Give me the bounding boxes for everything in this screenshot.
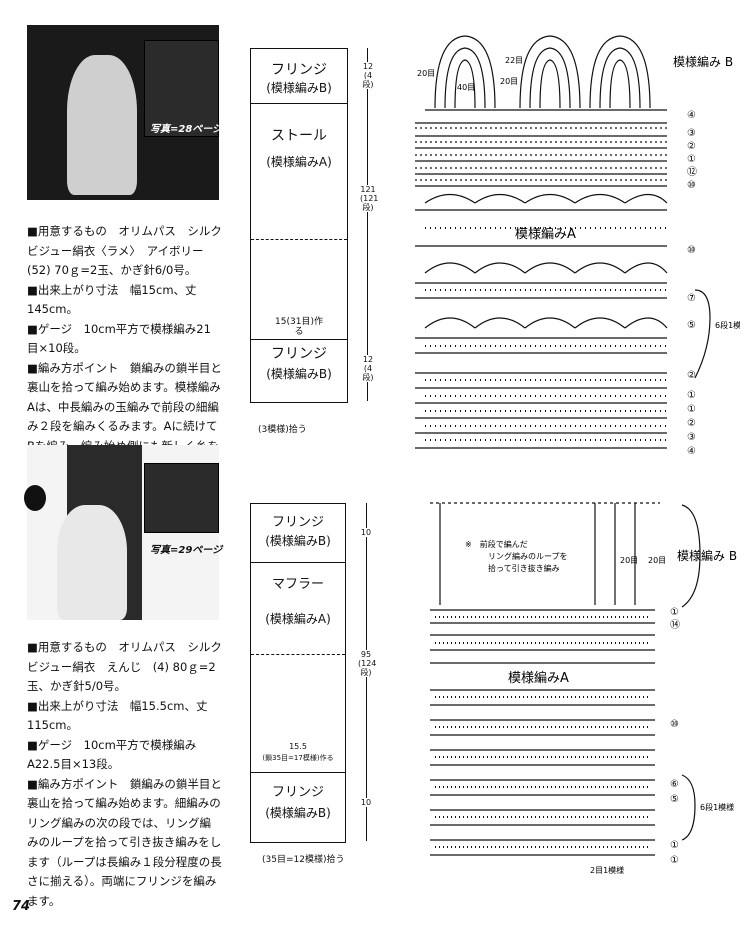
row-label: ⑦ <box>687 293 696 304</box>
fringe-top-label: フリンジ <box>271 62 327 78</box>
chart-note-3: 拾って引き抜き編み <box>488 563 560 573</box>
photo-caption-bottom: 写真=29ページ <box>150 545 223 556</box>
dim-top: 12 (4段) <box>360 62 376 89</box>
stole-diagram: フリンジ (模様編みB) ストール (模様編みA) 15(31目)作る フリンジ… <box>250 48 348 403</box>
materials-text: ■用意するもの オリムパス シルク ビジュー絹衣〈ラメ〉 アイボリー(52) 7… <box>27 224 234 277</box>
row-label: ① <box>687 404 696 415</box>
instructions-top: ■用意するもの オリムパス シルク ビジュー絹衣〈ラメ〉 アイボリー(52) 7… <box>27 222 234 476</box>
chart-repeat: 6段1模様 <box>700 802 734 812</box>
muffler-chart: ※ 前段で編んだ リング編みのループを 拾って引き抜き編み 20目 20目 模様… <box>430 502 737 875</box>
row-label: ⑫ <box>687 166 697 178</box>
row-label: ⑩ <box>687 245 696 256</box>
row-label: ⑩ <box>670 719 679 730</box>
chart-r20b: 20目 <box>500 77 518 86</box>
row-label: ⑥ <box>670 779 679 790</box>
row-label: ④ <box>687 446 696 457</box>
fringe-bottom-sub: (模様編みB) <box>266 367 332 381</box>
row-label: ① <box>670 607 679 618</box>
page-number: 74 <box>12 899 31 914</box>
chart-repeat: 6段1模様 <box>715 320 740 330</box>
points-text: ■編み方ポイント 鎖編みの鎖半目と裏山を拾って編み始めます。細編みのリング編みの… <box>27 776 222 908</box>
fringe-top-sub: (模様編みB) <box>265 534 331 548</box>
fringe-bottom-label: フリンジ <box>271 785 324 800</box>
dim-bot: 10 <box>358 798 374 807</box>
row-label: ② <box>687 370 696 381</box>
pick-bottom-label: (35目=12模様)拾う <box>262 855 345 865</box>
pick-label-2: (鎖35目=17模様)作る <box>262 754 334 762</box>
pick-bottom-label: (3模様)拾う <box>258 425 307 435</box>
fringe-bottom-label: フリンジ <box>271 346 327 362</box>
dim-bot: 12 (4段) <box>360 355 376 382</box>
fringe-bottom-sub: (模様編みB) <box>265 806 331 820</box>
dim-mid: 95 (124段) <box>358 650 377 677</box>
row-label: ⑭ <box>670 619 680 631</box>
row-label: ⑤ <box>670 794 679 805</box>
fringe-top-sub: (模様編みB) <box>266 81 332 95</box>
body-label: マフラー <box>271 577 324 592</box>
size-text: ■出来上がり寸法 幅15.5cm、丈115cm。 <box>27 698 208 733</box>
row-label: ① <box>670 840 679 851</box>
row-label: ⑤ <box>687 320 696 331</box>
photo-muffler <box>24 445 219 620</box>
fringe-top-label: フリンジ <box>271 515 324 530</box>
row-label: ⑩ <box>687 180 696 191</box>
chart-r20b: 20目 <box>648 556 666 565</box>
swatch-image <box>144 40 219 137</box>
row-label: ① <box>687 390 696 401</box>
gauge-text: ■ゲージ 10cm平方で模様編み21目×10段。 <box>27 321 211 356</box>
chart-note-2: リング編みのループを <box>488 551 568 561</box>
row-label: ③ <box>687 432 696 443</box>
materials-text: ■用意するもの オリムパス シルク ビジュー絹衣 えんじ (4) 80ｇ=2玉、… <box>27 640 234 693</box>
chart-pattern-b: 模様編み B <box>677 548 737 563</box>
chart-rep: 2目1模様 <box>590 865 624 875</box>
body-sub: (模様編みA) <box>266 155 332 169</box>
chart-note-1: ※ 前段で編んだ <box>465 539 528 549</box>
chart-r40: 40目 <box>457 83 475 92</box>
dim-mid: 121 (121段) <box>360 185 379 212</box>
swatch-image <box>144 463 219 533</box>
row-label: ④ <box>687 110 696 121</box>
pick-label: 15(31目)作る <box>275 317 323 337</box>
gauge-text: ■ゲージ 10cm平方で模様編みA22.5目×13段。 <box>27 737 197 772</box>
chart-pattern-a: 模様編みA <box>508 670 569 686</box>
pick-label-1: 15.5 <box>289 742 307 751</box>
chart-r22: 22目 <box>505 56 523 65</box>
size-text: ■出来上がり寸法 幅15cm、丈145cm。 <box>27 282 197 317</box>
chart-r20a: 20目 <box>417 69 435 78</box>
body-label: ストール <box>271 128 327 144</box>
chart-pattern-a: 模様編みA <box>515 226 576 242</box>
row-label: ② <box>687 141 696 152</box>
row-label: ① <box>670 855 679 866</box>
instructions-bottom: ■用意するもの オリムパス シルク ビジュー絹衣 えんじ (4) 80ｇ=2玉、… <box>27 638 234 911</box>
chart-r20a: 20目 <box>620 556 638 565</box>
row-label: ① <box>687 154 696 165</box>
dim-top: 10 <box>358 528 374 537</box>
body-sub: (模様編みA) <box>265 612 331 626</box>
row-label: ② <box>687 418 696 429</box>
photo-caption-top: 写真=28ページ <box>150 124 223 135</box>
row-label: ③ <box>687 128 696 139</box>
photo-stole <box>27 25 219 200</box>
chart-pattern-b: 模様編み B <box>673 54 733 69</box>
stole-chart: 20目 22目 20目 40目 模様編み B 模様編みA ④ ③ ② ① ⑫ ⑩… <box>415 35 740 457</box>
muffler-diagram: フリンジ (模様編みB) マフラー (模様編みA) 15.5 (鎖35目=17模… <box>250 503 346 843</box>
